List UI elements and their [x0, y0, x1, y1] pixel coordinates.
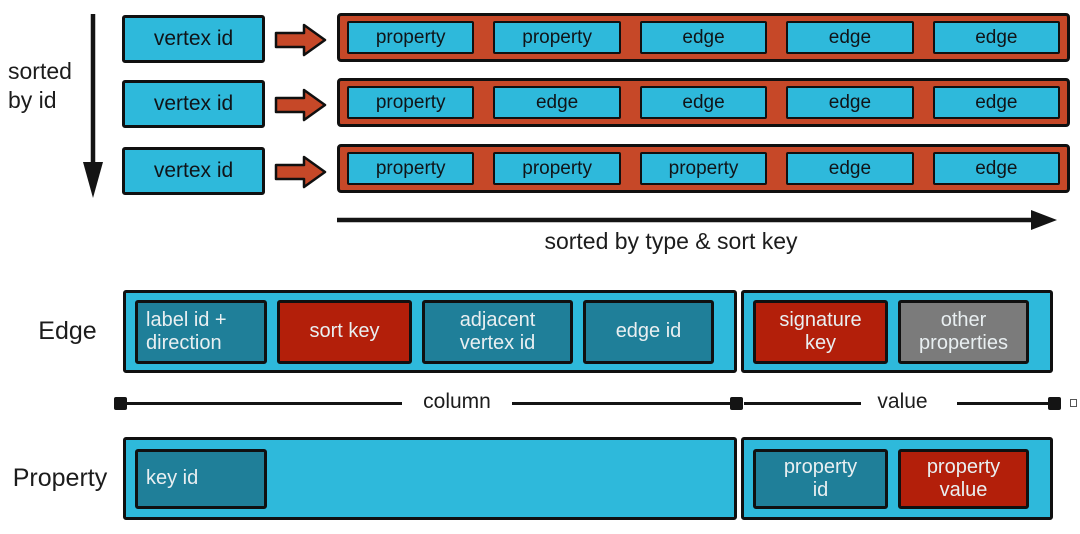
cell-adjacent-vertex-id: adjacent vertex id	[422, 299, 573, 364]
cell-property-value: property value	[898, 448, 1029, 509]
vertex-id-box: vertex id	[122, 147, 265, 195]
cell-other-properties: other properties	[898, 299, 1029, 364]
cell-edge-id: edge id	[583, 299, 714, 364]
cell-edge: edge	[639, 86, 768, 119]
cell-property-id: property id	[753, 448, 888, 509]
square-marker-icon	[1048, 397, 1061, 410]
right-block-arrow-icon	[274, 23, 327, 57]
right-block-arrow-icon	[274, 155, 327, 189]
cell-key-id: key id	[135, 448, 267, 509]
measure-line-segment	[744, 402, 861, 405]
row-bar: property property edge edge edge	[337, 13, 1070, 62]
right-arrow-icon	[337, 210, 1057, 230]
square-marker-icon	[730, 397, 743, 410]
cell-edge: edge	[932, 21, 1061, 54]
measure-line-segment	[957, 402, 1049, 405]
cell-edge: edge	[786, 21, 914, 54]
cell-edge: edge	[932, 152, 1061, 185]
property-row-label: Property	[12, 464, 108, 492]
column-span-label: column	[423, 390, 491, 413]
square-marker-icon	[114, 397, 127, 410]
measure-line-segment	[512, 402, 730, 405]
right-block-arrow-icon	[274, 88, 327, 122]
vertex-id-box: vertex id	[122, 80, 265, 128]
cell-edge: edge	[493, 86, 621, 119]
cell-signature-key: signature key	[753, 299, 888, 364]
row-bar: property edge edge edge edge	[337, 78, 1070, 127]
vertex-id-box: vertex id	[122, 15, 265, 63]
cell-edge: edge	[786, 152, 914, 185]
cell-sort-key: sort key	[277, 299, 412, 364]
cell-property: property	[493, 152, 621, 185]
cell-edge: edge	[932, 86, 1061, 119]
property-column-bar: key id	[123, 437, 737, 520]
cell-edge: edge	[786, 86, 914, 119]
cell-label-id-+-direction: label id + direction	[135, 299, 267, 364]
sorted-by-type-label: sorted by type & sort key	[544, 228, 798, 254]
down-arrow-icon	[83, 14, 103, 198]
cell-property: property	[347, 21, 475, 54]
measure-line-segment	[125, 402, 402, 405]
edge-row-label: Edge	[38, 317, 97, 345]
cell-property: property	[347, 152, 475, 185]
cell-property: property	[639, 152, 768, 185]
tiny-square-marker-icon	[1070, 399, 1077, 407]
cell-property: property	[493, 21, 621, 54]
row-bar: property property property edge edge	[337, 144, 1070, 193]
value-span-label: value	[877, 390, 928, 413]
cell-edge: edge	[639, 21, 768, 54]
cell-property: property	[347, 86, 475, 119]
sorted-by-id-label: sorted by id	[8, 58, 72, 113]
